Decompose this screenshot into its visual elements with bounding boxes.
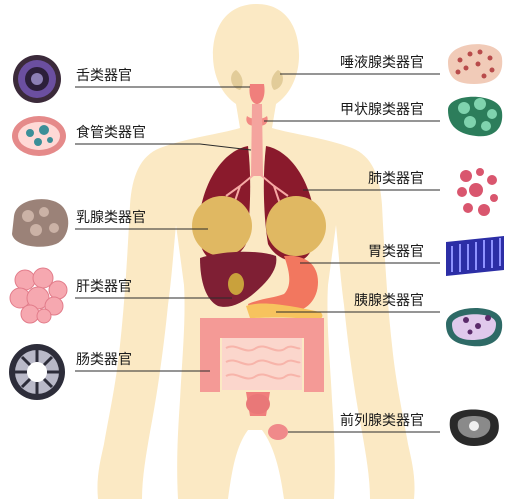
label-lung-organoid: 肺类器官	[368, 171, 424, 187]
intestine-organoid-icon	[9, 344, 65, 400]
thyroid-organoid-icon	[448, 97, 502, 137]
label-tongue-organoid: 舌类器官	[76, 68, 132, 84]
label-mammary-organoid: 乳腺类器官	[76, 210, 146, 226]
label-pancreas-organoid: 胰腺类器官	[354, 293, 424, 309]
mammary-organoid-icon	[12, 199, 68, 247]
label-prostate-organoid: 前列腺类器官	[340, 413, 424, 429]
salivary-organoid-icon	[448, 44, 502, 84]
label-stomach-organoid: 胃类器官	[368, 244, 424, 260]
stomach-organoid-icon	[446, 236, 504, 276]
prostate-organoid-icon	[450, 410, 499, 447]
mammary-left-organ	[192, 196, 252, 256]
label-thyroid-organoid: 甲状腺类器官	[340, 102, 424, 118]
label-salivary-organoid: 唾液腺类器官	[340, 55, 424, 71]
trachea-organ	[251, 104, 263, 176]
pancreas-organoid-icon	[446, 308, 502, 346]
prostate-organ	[268, 424, 288, 440]
label-liver-organoid: 肝类器官	[76, 279, 132, 295]
bladder-organ	[246, 394, 270, 414]
tongue-organoid-icon	[13, 55, 61, 103]
esophagus-organoid-icon	[12, 116, 66, 156]
liver-organoid-icon	[10, 268, 67, 323]
label-esophagus-organoid: 食管类器官	[76, 125, 146, 141]
mammary-right-organ	[266, 196, 326, 256]
lung-organoid-icon	[457, 168, 498, 216]
gallbladder-organ	[228, 273, 244, 295]
label-intestine-organoid: 肠类器官	[76, 352, 132, 368]
